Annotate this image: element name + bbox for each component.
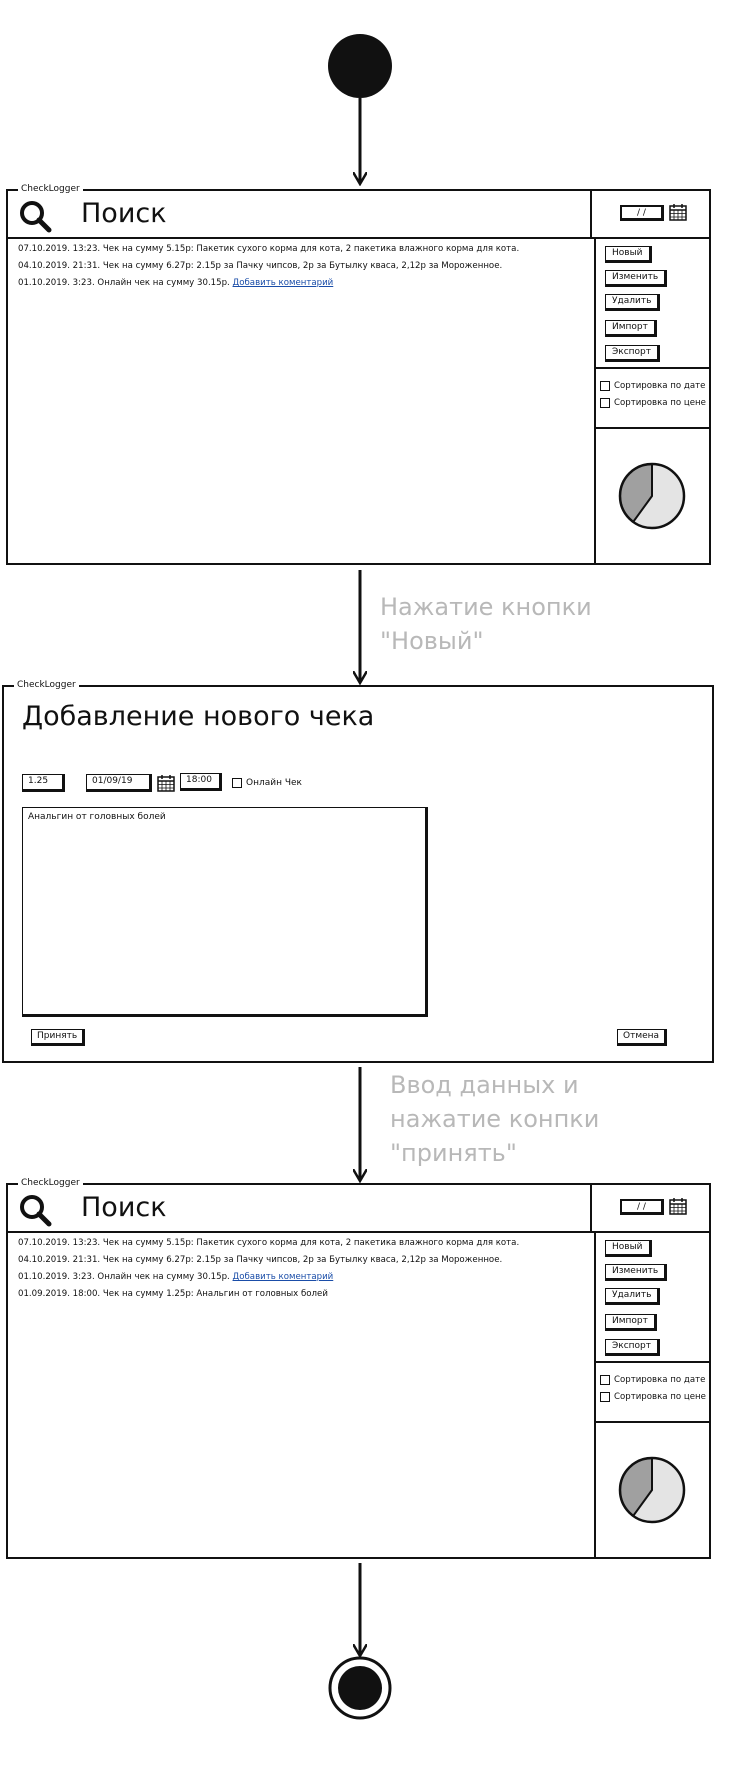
comment-textarea[interactable]: Анальгин от головных болей xyxy=(22,807,428,1017)
sort-by-price-checkbox[interactable]: Сортировка по цене xyxy=(600,1391,706,1403)
list-item[interactable]: 04.10.2019. 21:31. Чек на сумму 6.27р: 2… xyxy=(18,261,503,271)
new-check-dialog: CheckLogger Добавление нового чека 1.25 … xyxy=(2,679,714,1063)
date-filter-input[interactable]: / / xyxy=(620,205,664,221)
online-check-checkbox[interactable]: Онлайн Чек xyxy=(232,777,302,789)
sidebar-line-2 xyxy=(594,427,709,429)
time-field[interactable]: 18:00 xyxy=(180,773,222,791)
calendar-icon[interactable] xyxy=(157,775,175,792)
sidebar-line-2 xyxy=(594,1421,709,1423)
pie-chart xyxy=(618,1456,686,1524)
edit-button[interactable]: Изменить xyxy=(605,270,668,287)
sidebar-divider xyxy=(594,1231,596,1557)
end-node xyxy=(338,1666,382,1710)
accept-button[interactable]: Принять xyxy=(31,1029,86,1046)
transition-label-1: Нажатие кнопки "Новый" xyxy=(380,593,592,655)
check-list: 07.10.2019. 13:23. Чек на сумму 5.15р: П… xyxy=(18,1235,588,1303)
sort-by-price-checkbox[interactable]: Сортировка по цене xyxy=(600,397,706,409)
header-divider xyxy=(590,1185,592,1231)
search-icon[interactable] xyxy=(18,199,52,233)
pie-chart xyxy=(618,462,686,530)
list-item[interactable]: 01.10.2019. 3:23. Онлайн чек на сумму 30… xyxy=(18,1272,334,1282)
search-icon[interactable] xyxy=(18,1193,52,1227)
search-title[interactable]: Поиск xyxy=(81,1192,167,1223)
add-comment-link[interactable]: Добавить коментарий xyxy=(232,1272,334,1282)
list-item[interactable]: 01.10.2019. 3:23. Онлайн чек на сумму 30… xyxy=(18,278,334,288)
list-item[interactable]: 01.09.2019. 18:00. Чек на сумму 1.25р: А… xyxy=(18,1289,328,1299)
header-divider xyxy=(590,191,592,237)
delete-button[interactable]: Удалить xyxy=(605,294,661,311)
dialog-title: Добавление нового чека xyxy=(22,701,375,732)
import-button[interactable]: Импорт xyxy=(605,1314,657,1331)
search-title[interactable]: Поиск xyxy=(81,198,167,229)
date-filter-input[interactable]: / / xyxy=(620,1199,664,1215)
list-item[interactable]: 07.10.2019. 13:23. Чек на сумму 5.15р: П… xyxy=(18,244,520,254)
delete-button[interactable]: Удалить xyxy=(605,1288,661,1305)
edit-button[interactable]: Изменить xyxy=(605,1264,668,1281)
header-bottom-line xyxy=(8,237,709,239)
add-comment-link[interactable]: Добавить коментарий xyxy=(232,278,334,288)
sidebar-line-1 xyxy=(594,1361,709,1363)
sort-by-date-checkbox[interactable]: Сортировка по дате xyxy=(600,1374,705,1386)
window-title: CheckLogger xyxy=(18,183,83,195)
list-item[interactable]: 04.10.2019. 21:31. Чек на сумму 6.27р: 2… xyxy=(18,1255,503,1265)
list-item[interactable]: 07.10.2019. 13:23. Чек на сумму 5.15р: П… xyxy=(18,1238,520,1248)
import-button[interactable]: Импорт xyxy=(605,320,657,337)
start-node xyxy=(328,34,392,98)
window-title: CheckLogger xyxy=(14,679,79,691)
header-bottom-line xyxy=(8,1231,709,1233)
window-title: CheckLogger xyxy=(18,1177,83,1189)
calendar-icon[interactable] xyxy=(669,204,687,221)
end-node-ring xyxy=(328,1656,392,1720)
export-button[interactable]: Экспорт xyxy=(605,345,661,362)
search-screen-1: CheckLogger Поиск / / 07.10.2019. 13:23.… xyxy=(6,183,711,565)
check-list: 07.10.2019. 13:23. Чек на сумму 5.15р: П… xyxy=(18,241,588,292)
amount-field[interactable]: 1.25 xyxy=(22,774,65,792)
new-button[interactable]: Новый xyxy=(605,246,652,263)
calendar-icon[interactable] xyxy=(669,1198,687,1215)
search-screen-2: CheckLogger Поиск / / 07.10.2019. 13:23.… xyxy=(6,1177,711,1559)
date-field[interactable]: 01/09/19 xyxy=(86,774,152,792)
sidebar-divider xyxy=(594,237,596,563)
sidebar-line-1 xyxy=(594,367,709,369)
new-button[interactable]: Новый xyxy=(605,1240,652,1257)
transition-label-2: Ввод данных и нажатие конпки "принять" xyxy=(390,1071,600,1167)
export-button[interactable]: Экспорт xyxy=(605,1339,661,1356)
sort-by-date-checkbox[interactable]: Сортировка по дате xyxy=(600,380,705,392)
cancel-button[interactable]: Отмена xyxy=(617,1029,668,1046)
